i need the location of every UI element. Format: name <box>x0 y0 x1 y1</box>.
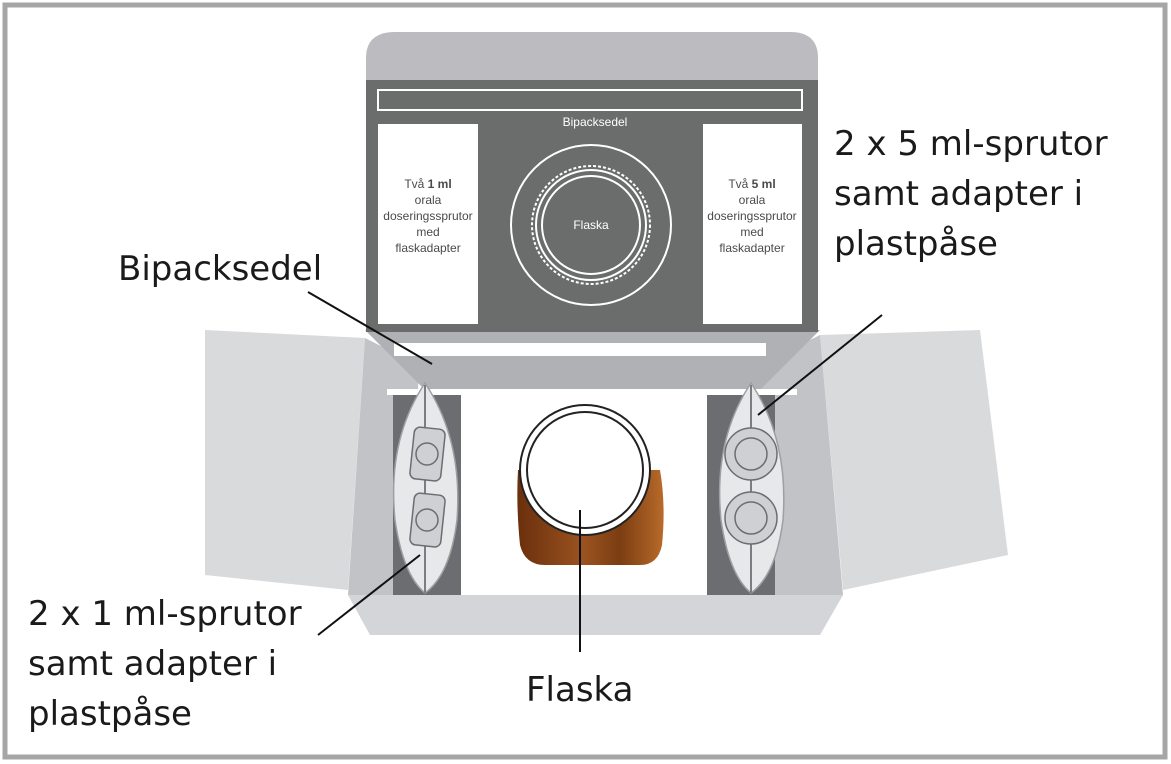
lid-right-panel-line5: flaskadapter <box>719 241 784 255</box>
lid-left-panel-line3: doseringssprutor <box>383 209 472 223</box>
lid-right-panel-line4: med <box>740 225 763 239</box>
callout-5ml-line2: samt adapter i <box>834 174 1083 214</box>
callout-5ml-line1: 2 x 5 ml-sprutor <box>834 124 1108 164</box>
bag-1ml-syringes <box>392 381 459 594</box>
lid-bottle-label: Flaska <box>573 218 609 232</box>
lid-left-panel <box>378 124 478 324</box>
bottle <box>517 404 664 565</box>
lid-left-panel-line5: flaskadapter <box>395 241 460 255</box>
lid-left-panel-line4: med <box>416 225 439 239</box>
box-front <box>348 595 843 635</box>
left-flap <box>205 330 365 590</box>
leader-5ml <box>757 314 883 416</box>
lid-left-panel-line2: orala <box>415 193 442 207</box>
callout-1ml-line3: plastpåse <box>28 694 192 734</box>
leader-leaflet <box>307 291 433 365</box>
callout-1ml-line1: 2 x 1 ml-sprutor <box>28 594 302 634</box>
tray-edge <box>387 389 797 395</box>
lid-left-panel-text: Två 1 ml <box>404 177 451 191</box>
lid-right-panel-line2: orala <box>739 193 766 207</box>
lid-right-panel-line3: doseringssprutor <box>707 209 796 223</box>
lid-title-bar <box>377 89 803 111</box>
lid-title: Bipacksedel <box>563 115 628 129</box>
callout-1ml-line2: samt adapter i <box>28 644 277 684</box>
callout-5ml-line3: plastpåse <box>834 224 998 264</box>
bag-5ml-syringes <box>718 381 785 594</box>
leaflet-slot <box>394 343 766 356</box>
callout-bottle: Flaska <box>526 670 633 710</box>
lid-right-panel <box>703 124 802 324</box>
box-back-wall <box>365 330 820 390</box>
leader-1ml <box>317 554 421 636</box>
callout-leaflet: Bipacksedel <box>118 249 322 289</box>
lid-top <box>366 32 818 80</box>
right-flap <box>820 330 1008 590</box>
lid-bottle-outline <box>510 144 672 306</box>
lid-right-panel-text: Två 5 ml <box>728 177 775 191</box>
